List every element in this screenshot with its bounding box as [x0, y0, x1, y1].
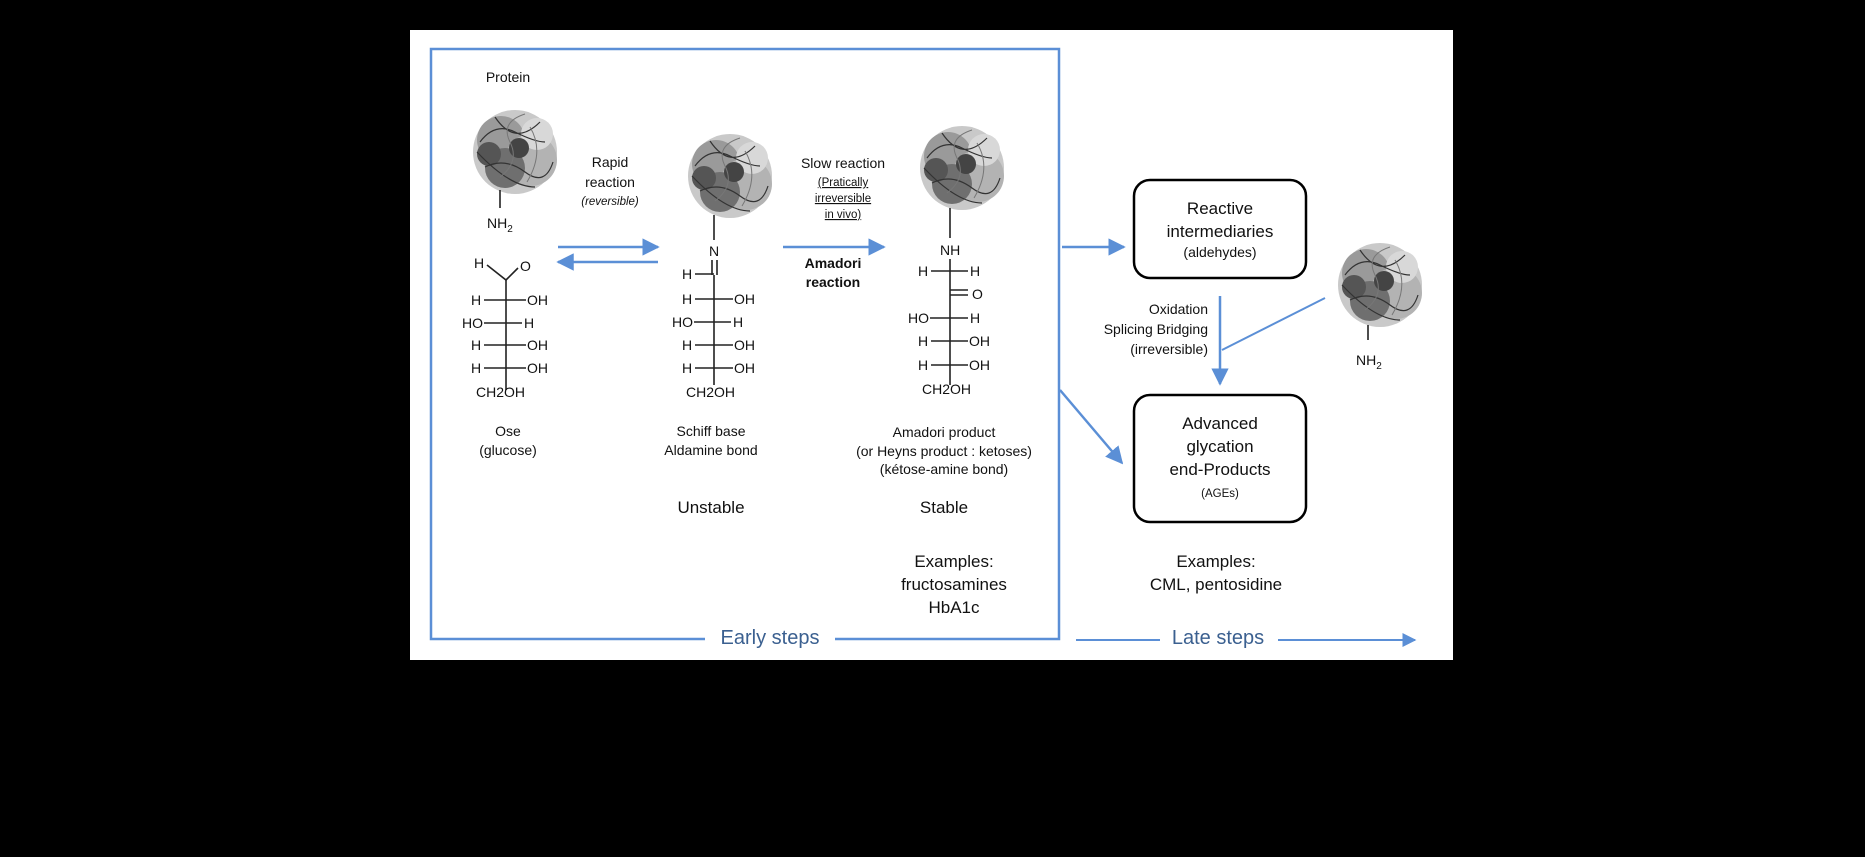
- rapid-reaction-label-2: reaction: [585, 174, 635, 190]
- svg-text:H: H: [524, 315, 534, 331]
- oxidation-label: Oxidation: [1149, 301, 1208, 317]
- protein-label: Protein: [486, 69, 530, 85]
- amadori-reaction-label-2: reaction: [806, 274, 860, 290]
- svg-text:H: H: [682, 291, 692, 307]
- schiff-base-structure: H H OH HO H H OH H OH CH2OH: [672, 260, 755, 400]
- svg-text:HO: HO: [908, 310, 929, 326]
- svg-text:H: H: [733, 314, 743, 330]
- svg-text:H: H: [471, 337, 481, 353]
- svg-text:CH2OH: CH2OH: [476, 384, 525, 400]
- examples-early-title: Examples:: [914, 552, 993, 571]
- splicing-bridging-label: Splicing Bridging: [1104, 321, 1208, 337]
- amadori-reaction-label: Amadori: [805, 255, 862, 271]
- svg-text:H: H: [682, 360, 692, 376]
- svg-text:H: H: [471, 292, 481, 308]
- examples-early-2: HbA1c: [928, 598, 980, 617]
- ose-sub-label: (glucose): [479, 442, 537, 458]
- svg-text:HO: HO: [672, 314, 693, 330]
- svg-text:H: H: [970, 263, 980, 279]
- ages-label-4: (AGEs): [1201, 488, 1239, 500]
- ose-label: Ose: [495, 423, 521, 439]
- early-steps-label: Early steps: [721, 627, 820, 649]
- svg-text:H: H: [682, 266, 692, 282]
- examples-late-title: Examples:: [1176, 552, 1255, 571]
- rapid-reaction-label: Rapid: [592, 154, 629, 170]
- protein-link-line: [1221, 297, 1326, 351]
- protein-blob-icon: [472, 109, 558, 195]
- arrow-to-ages: [1059, 389, 1124, 465]
- nh2-1: NH2: [487, 215, 513, 235]
- examples-late-1: CML, pentosidine: [1150, 575, 1282, 594]
- ages-label-1: Advanced: [1182, 414, 1258, 433]
- protein-blob-icon: [1337, 242, 1423, 328]
- svg-text:OH: OH: [734, 291, 755, 307]
- svg-text:H: H: [471, 360, 481, 376]
- schiff-n: N: [709, 243, 719, 259]
- glucose-structure: H O H OH HO H H OH H OH CH2OH: [462, 255, 548, 400]
- svg-text:H: H: [918, 333, 928, 349]
- schiff-base-label: Schiff base: [676, 423, 745, 439]
- slow-reaction-note-3: in vivo): [825, 209, 862, 221]
- svg-text:O: O: [520, 258, 531, 274]
- examples-early-1: fructosamines: [901, 575, 1007, 594]
- amadori-product-structure: H H O HO H H OH H OH CH2OH: [908, 259, 990, 397]
- slow-reaction-note-2: irreversible: [815, 193, 871, 205]
- svg-text:OH: OH: [527, 292, 548, 308]
- svg-text:H: H: [918, 263, 928, 279]
- irreversible-label: (irreversible): [1130, 341, 1208, 357]
- late-steps-label: Late steps: [1172, 627, 1264, 649]
- unstable-label: Unstable: [677, 498, 744, 517]
- heyns-product-label: (or Heyns product : ketoses): [856, 443, 1032, 459]
- svg-text:H: H: [970, 310, 980, 326]
- nh2-4: NH2: [1356, 352, 1382, 372]
- stable-label: Stable: [920, 498, 968, 517]
- svg-text:OH: OH: [734, 337, 755, 353]
- intermediaries-label: intermediaries: [1167, 222, 1274, 241]
- rapid-reaction-reversible: (reversible): [581, 196, 639, 208]
- svg-text:CH2OH: CH2OH: [922, 381, 971, 397]
- ages-box: [1132, 393, 1308, 524]
- figure-panel: [410, 30, 1453, 660]
- svg-text:OH: OH: [527, 360, 548, 376]
- protein-blob-icon: [687, 133, 773, 219]
- slow-reaction-label: Slow reaction: [801, 155, 885, 171]
- svg-text:OH: OH: [734, 360, 755, 376]
- protein-blob-icon: [919, 125, 1005, 211]
- aldamine-bond-label: Aldamine bond: [664, 442, 757, 458]
- svg-text:H: H: [918, 357, 928, 373]
- reactive-label: Reactive: [1187, 199, 1253, 218]
- svg-text:CH2OH: CH2OH: [686, 384, 735, 400]
- svg-text:H: H: [474, 255, 484, 271]
- amadori-nh: NH: [940, 242, 960, 258]
- svg-text:OH: OH: [969, 333, 990, 349]
- amadori-product-label: Amadori product: [893, 424, 996, 440]
- svg-text:OH: OH: [527, 337, 548, 353]
- ages-label-3: end-Products: [1169, 460, 1270, 479]
- slow-reaction-note-1: (Pratically: [818, 177, 869, 189]
- svg-text:H: H: [682, 337, 692, 353]
- ages-label-2: glycation: [1186, 437, 1253, 456]
- ketose-amine-label: (kétose-amine bond): [880, 461, 1008, 477]
- svg-text:O: O: [972, 286, 983, 302]
- aldehydes-label: (aldehydes): [1183, 244, 1256, 260]
- svg-text:OH: OH: [969, 357, 990, 373]
- svg-text:HO: HO: [462, 315, 483, 331]
- reactive-intermediaries-box: [1132, 178, 1308, 280]
